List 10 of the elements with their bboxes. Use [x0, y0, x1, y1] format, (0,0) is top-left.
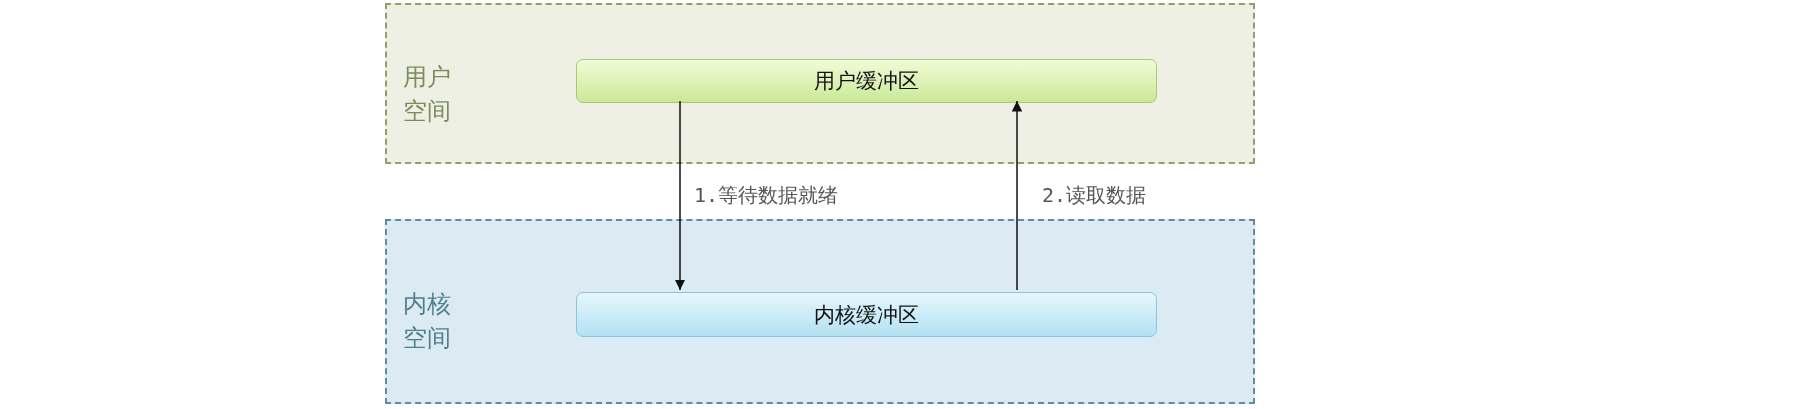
region-label: 用户空间 [403, 62, 452, 127]
user-space-region [385, 3, 1255, 164]
arrow [1011, 100, 1023, 291]
buffer-label: 内核缓冲区 [814, 301, 919, 329]
buffer-box [576, 292, 1157, 337]
buffer-box [576, 59, 1157, 103]
arrow [674, 100, 686, 291]
buffer-label: 用户缓冲区 [814, 68, 919, 95]
kernel-space-region [385, 219, 1255, 404]
region-label: 内核空间 [403, 289, 452, 354]
